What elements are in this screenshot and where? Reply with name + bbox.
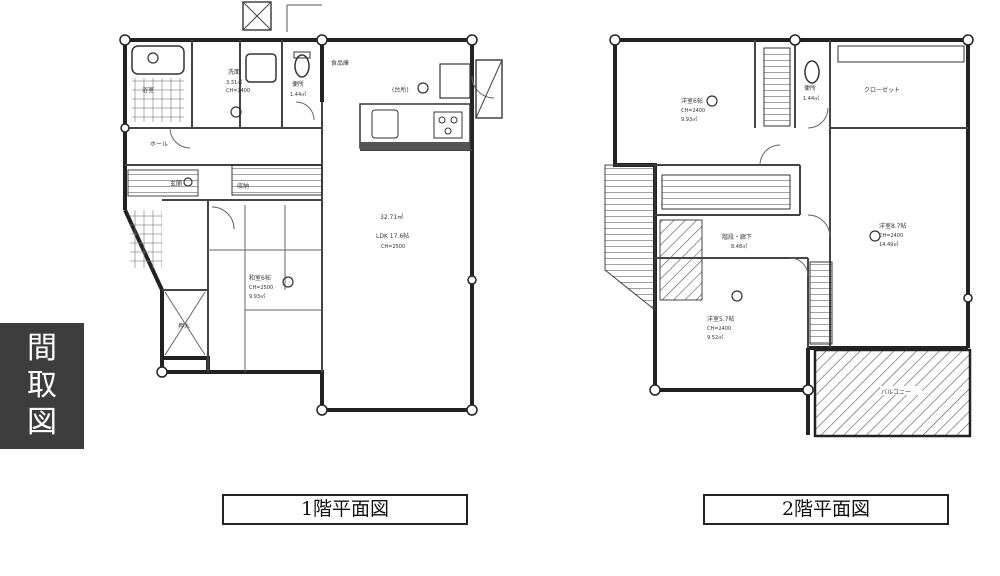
- toilet-icon: [804, 60, 820, 84]
- room-label-washitsu: 和室6帖: [249, 274, 271, 282]
- toilet-area-2f: 1.44㎡: [803, 95, 819, 102]
- closet-rail: [809, 261, 833, 345]
- kitchen-sink-icon: [371, 109, 399, 139]
- staircase: [661, 174, 791, 210]
- ldk-ch: CH=2500: [381, 244, 405, 250]
- room3-area: 9.52㎡: [707, 334, 723, 341]
- room-label-ldk: LDK 17.6帖: [376, 232, 409, 240]
- room-label-storage: 収納: [237, 182, 249, 190]
- room2-ch: CH=2400: [879, 233, 903, 239]
- staircase: [231, 164, 323, 196]
- room-label-balcony: バルコニー: [881, 389, 911, 396]
- side-tab-char: 図: [27, 405, 57, 440]
- room-label-toilet-2f: 便所: [804, 84, 816, 92]
- closet-rail: [763, 47, 791, 127]
- madori-side-tab: 間 取 図: [0, 323, 84, 449]
- ldk-area: 32.71㎡: [380, 213, 403, 221]
- room-label-kitchen: (台所): [392, 86, 409, 94]
- room-label-entrance: 玄関: [170, 180, 182, 188]
- bath-tile: [132, 78, 184, 122]
- room-label-room1: 洋室6帖: [681, 97, 703, 105]
- room-label-pantry: 食品庫: [331, 59, 349, 67]
- side-tab-char: 取: [27, 368, 57, 403]
- room-label-hall: ホール: [150, 141, 168, 148]
- entrance-tile: [130, 210, 162, 268]
- room1-area: 9.93㎡: [681, 116, 697, 123]
- room-label-hall-2f: 階段・廊下: [722, 233, 752, 241]
- room-label-toilet: 便所: [292, 80, 304, 88]
- vent-icon: [242, 1, 272, 31]
- floor1-caption: 1階平面図: [222, 494, 468, 525]
- room-label-closet-2f: クローゼット: [864, 86, 900, 94]
- floor1-plan: 浴室 洗面 3.31㎡ CH=2400 便所 1.44㎡ 食品庫 (台所) ホー…: [119, 1, 503, 416]
- room-area-toilet: 1.44㎡: [290, 91, 306, 98]
- floor2-caption: 2階平面図: [703, 494, 949, 525]
- room-area-washroom: 3.31㎡: [226, 79, 242, 86]
- room2-area: 14.49㎡: [879, 241, 898, 248]
- room1-ch: CH=2400: [681, 108, 705, 114]
- floor2-plan: 洋室6帖 CH=2400 9.93㎡ 便所 1.44㎡ クローゼット 階段・廊下…: [604, 34, 974, 438]
- stove-icon: [433, 111, 463, 139]
- hall-area-2f: 8.48㎡: [731, 243, 747, 250]
- room3-ch: CH=2400: [707, 326, 731, 332]
- room-label-closet: 押入: [178, 322, 190, 330]
- side-tab-char: 間: [27, 331, 57, 366]
- room-label-room3: 洋室5.7帖: [707, 315, 735, 323]
- washitsu-area: 9.93㎡: [249, 293, 265, 300]
- room-ch-washroom: CH=2400: [226, 88, 250, 94]
- room-label-bath: 浴室: [142, 86, 154, 94]
- washbasin-icon: [245, 53, 277, 83]
- toilet-icon: [294, 54, 310, 78]
- room-label-room2: 洋室8.7帖: [879, 222, 907, 230]
- kitchen-counter: [359, 103, 471, 149]
- room-label-washroom: 洗面: [228, 68, 240, 76]
- washitsu-ch: CH=2500: [249, 285, 273, 291]
- bathtub-icon: [131, 45, 185, 75]
